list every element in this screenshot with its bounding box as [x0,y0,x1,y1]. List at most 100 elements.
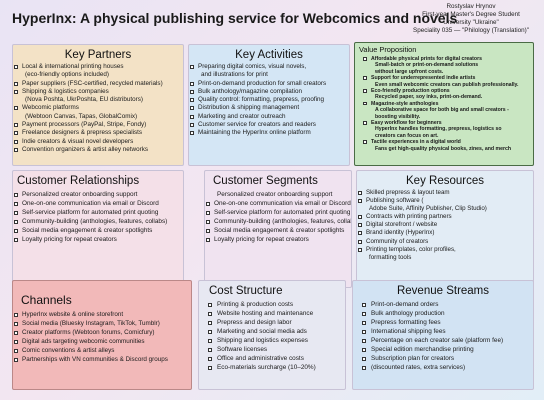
list-item: Skilled prepress & layout team [357,189,533,197]
list-item: Support for underrepresented indie artis… [355,75,533,81]
list-item: formatting tools [369,253,412,261]
list-item: Digital ads targeting webcomic communiti… [13,337,191,346]
list-item: (discounted rates, extra services) [353,363,533,372]
key-resources-block: Key Resources Skilled prepress & layout … [356,170,534,288]
list-item: Shipping & logistics companies [13,88,183,96]
key-resources-title: Key Resources [406,175,484,187]
list-item: Social media (Bluesky Instagram, TikTok,… [13,319,191,328]
list-item: Indie creators & visual novel developers [13,138,183,146]
list-item: Marketing and social media ads [199,327,345,336]
list-item: Prepress formatting fees [353,318,533,327]
list-item: Self-service platform for automated prin… [205,208,351,217]
list-item: International shipping fees [353,327,533,336]
list-item: Distribution & shipping management [189,104,349,112]
list-item: creators can focus on art. [375,132,439,139]
list-item: Maintaining the HyperInx online platform [189,129,349,137]
author-university: University "Ukraine" [443,19,499,26]
channels-title: Channels [21,293,72,307]
list-item: Self-service platform for automated prin… [13,208,183,217]
key-activities-title: Key Activities [235,49,303,61]
list-item: Publishing software ( [357,197,533,205]
list-item: Website hosting and maintenance [199,309,345,318]
list-item: One-on-one communication via email or Di… [205,199,351,208]
list-item: Adobe Suite, Affinity Publisher, Clip St… [369,205,487,213]
list-item: A collaborative space for both big and s… [375,107,509,114]
key-partners-list: Local & international printing houses(ec… [13,63,183,154]
list-item: Marketing and creator outreach [189,113,349,121]
list-item: Creator platforms (Webtoon forums, Comic… [13,328,191,337]
cost-structure-title: Cost Structure [209,285,283,297]
list-item: (eco-friendly options included) [25,71,110,79]
list-item: Digital storefront / website [357,221,533,229]
list-item: boosting visibility. [375,113,421,120]
list-item: Social media engagement & creator spotli… [205,226,351,235]
list-item: Easy workflow for beginners [355,120,533,126]
list-item: Freelance designers & prepress specialis… [13,129,183,137]
list-item: Even small webcomic creators can publish… [375,81,519,88]
key-partners-title: Key Partners [64,49,132,61]
list-item: Personalized creator onboarding support [217,191,333,198]
value-proposition-list: Affordable physical prints for digital c… [355,56,533,152]
list-item: Community-building (anthologies, feature… [13,217,183,226]
list-item: Contracts with printing partners [357,213,533,221]
list-item: Printing & production costs [199,300,345,309]
list-item: Magazine-style anthologies [355,101,533,107]
revenue-streams-title: Revenue Streams [396,285,490,297]
list-item: Preparing digital comics, visual novels, [189,63,349,71]
list-item: Social media engagement & creator spotli… [13,226,183,235]
author-name: Rostyslav Hrynov [446,3,496,10]
list-item: Shipping and logistics expenses [199,336,345,345]
list-item: Customer service for creators and reader… [189,121,349,129]
list-item: without large upfront costs. [375,68,444,75]
list-item: (Nova Poshta, UkrPoshta, EU distributors… [25,96,143,104]
customer-segments-block: Customer Segments Personalized creator o… [204,170,352,288]
list-item: Bulk anthology/magazine compilation [189,88,349,96]
customer-segments-title: Customer Segments [213,175,318,187]
key-partners-block: Key Partners Local & international print… [12,44,184,166]
list-item: Bulk anthology production [353,309,533,318]
list-item: Quality control: formatting, prepress, p… [189,96,349,104]
list-item: HyperInx website & online storefront [13,310,191,319]
list-item: Eco-friendly production options [355,88,533,94]
author-info: Rostyslav Hrynov First-year Master's Deg… [402,3,540,35]
list-item: Webcomic platforms [13,104,183,112]
list-item: Prepress and design labor [199,318,345,327]
list-item: Fans get high-quality physical books, zi… [375,145,512,152]
list-item: One-on-one communication via email or Di… [13,199,183,208]
list-item: Comic conventions & artist alleys [13,346,191,355]
list-item: Software licenses [199,345,345,354]
list-item: Personalized creator onboarding support [13,190,183,199]
page-title: HyperInx: A physical publishing service … [12,10,458,26]
list-item: Recycled paper, soy inks, print-on-deman… [375,94,483,101]
list-item: (Webtoon Canvas, Tapas, GlobalComix) [25,112,138,120]
list-item: Subscription plan for creators [353,354,533,363]
list-item: Local & international printing houses [13,63,183,71]
cost-structure-block: Cost Structure Printing & production cos… [198,280,346,390]
list-item: Loyalty pricing for repeat creators [205,235,351,244]
value-proposition-block: Value Proposition Affordable physical pr… [354,42,534,166]
list-item: Brand identity (HyperInx) [357,229,533,237]
list-item: Small-batch or print-on-demand solutions [375,62,479,69]
author-degree: First-year Master's Degree Student [422,11,520,18]
customer-relationships-block: Customer Relationships Personalized crea… [12,170,184,288]
list-item: and illustrations for print [201,71,268,79]
list-item: Affordable physical prints for digital c… [355,56,533,62]
list-item: Partnerships with VN communities & Disco… [13,355,191,364]
list-item: Special edition merchandise printing [353,345,533,354]
list-item: Payment processors (PayPal, Stripe, Fond… [13,121,183,129]
list-item: Office and administrative costs [199,354,345,363]
list-item: Print-on-demand orders [353,300,533,309]
value-proposition-title: Value Proposition [359,45,417,54]
channels-block: Channels HyperInx website & online store… [12,280,192,390]
list-item: Percentage on each creator sale (platfor… [353,336,533,345]
customer-relationships-title: Customer Relationships [17,175,140,187]
list-item: Convention organizers & artist alley net… [13,146,183,154]
list-item: HyperInx handles formatting, prepress, l… [375,126,502,133]
